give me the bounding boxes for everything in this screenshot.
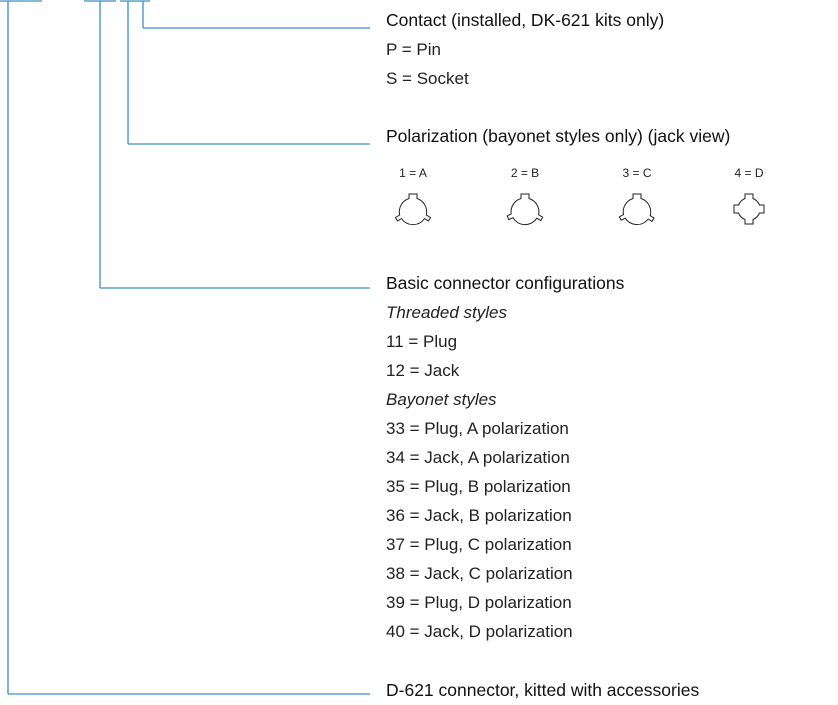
three-key-connector-icon: [618, 193, 655, 226]
polarization-label-a: 1 = A: [399, 166, 427, 180]
config-item: 35 = Plug, B polarization: [386, 477, 571, 496]
polarization-option-d: 4 = D: [714, 166, 784, 234]
config-item: 34 = Jack, A polarization: [386, 448, 570, 467]
contact-option-pin: P = Pin: [386, 40, 441, 59]
polarization-label-b: 2 = B: [510, 166, 540, 180]
contact-heading: Contact (installed, DK-621 kits only): [386, 10, 665, 30]
threaded-styles-label: Threaded styles: [386, 303, 507, 322]
config-item: 33 = Plug, A polarization: [386, 419, 569, 438]
config-item: 36 = Jack, B polarization: [386, 506, 572, 525]
config-item: 37 = Plug, C polarization: [386, 535, 572, 554]
three-key-connector-icon: [506, 193, 544, 226]
config-item: 40 = Jack, D polarization: [386, 622, 573, 641]
polarization-diagrams: 1 = A 2 = B 3 = C 4 = D: [378, 166, 838, 250]
polarization-heading: Polarization (bayonet styles only) (jack…: [386, 126, 731, 146]
contact-option-socket: S = Socket: [386, 69, 469, 88]
polarization-option-a: 1 = A: [378, 166, 448, 234]
polarization-label-d: 4 = D: [734, 166, 764, 180]
three-key-connector-icon: [394, 193, 432, 226]
bayonet-styles-label: Bayonet styles: [386, 390, 497, 409]
configuration-section: Basic connector configurations Threaded …: [386, 269, 624, 646]
config-item: 38 = Jack, C polarization: [386, 564, 573, 583]
polarization-option-c: 3 = C: [602, 166, 672, 234]
config-item: 11 = Plug: [386, 332, 458, 351]
config-item: 39 = Plug, D polarization: [386, 593, 572, 612]
polarization-option-b: 2 = B: [490, 166, 560, 234]
configuration-heading: Basic connector configurations: [386, 273, 625, 293]
four-key-connector-icon: [733, 193, 765, 225]
config-item: 12 = Jack: [386, 361, 460, 380]
contact-section: Contact (installed, DK-621 kits only) P …: [386, 6, 664, 93]
base-connector-heading: D-621 connector, kitted with accessories: [386, 680, 700, 700]
polarization-label-c: 3 = C: [622, 166, 652, 180]
